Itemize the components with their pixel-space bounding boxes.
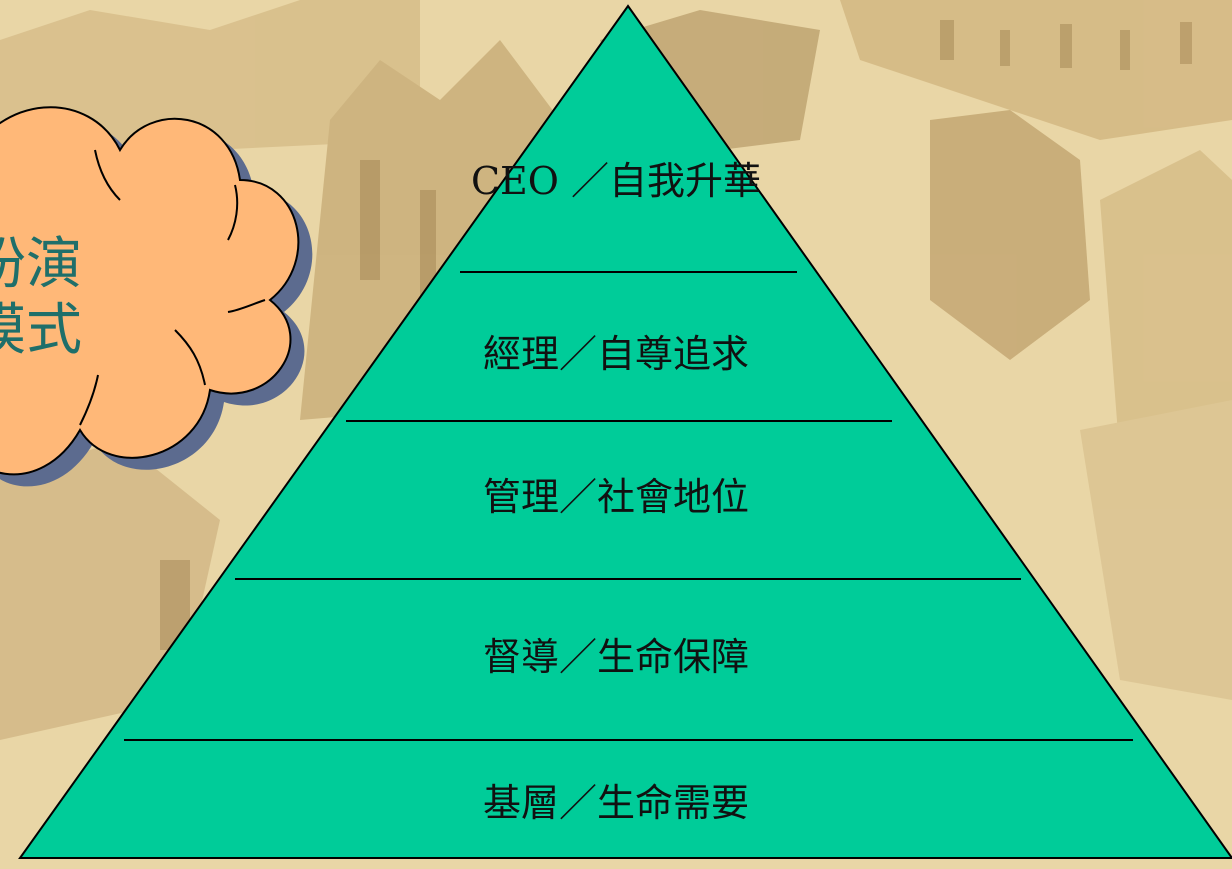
level-label-management: 管理／社會地位 — [482, 475, 749, 519]
level-label-manager: 經理／自尊追求 — [482, 332, 749, 376]
cloud-inner-arcs — [79, 149, 266, 426]
cloud-shape — [0, 106, 300, 476]
level-label-grassroots: 基層／生命需要 — [482, 781, 749, 825]
level-label-ceo: CEO ／自我升華 — [470, 159, 762, 203]
cloud-label-line2: 模式 — [0, 298, 82, 363]
pyramid-shape — [18, 4, 1232, 859]
level-label-supervisor: 督導／生命保障 — [482, 635, 749, 679]
cloud-label-line1: 扮演 — [0, 232, 82, 297]
cloud-label: 扮演 模式 — [0, 232, 120, 364]
